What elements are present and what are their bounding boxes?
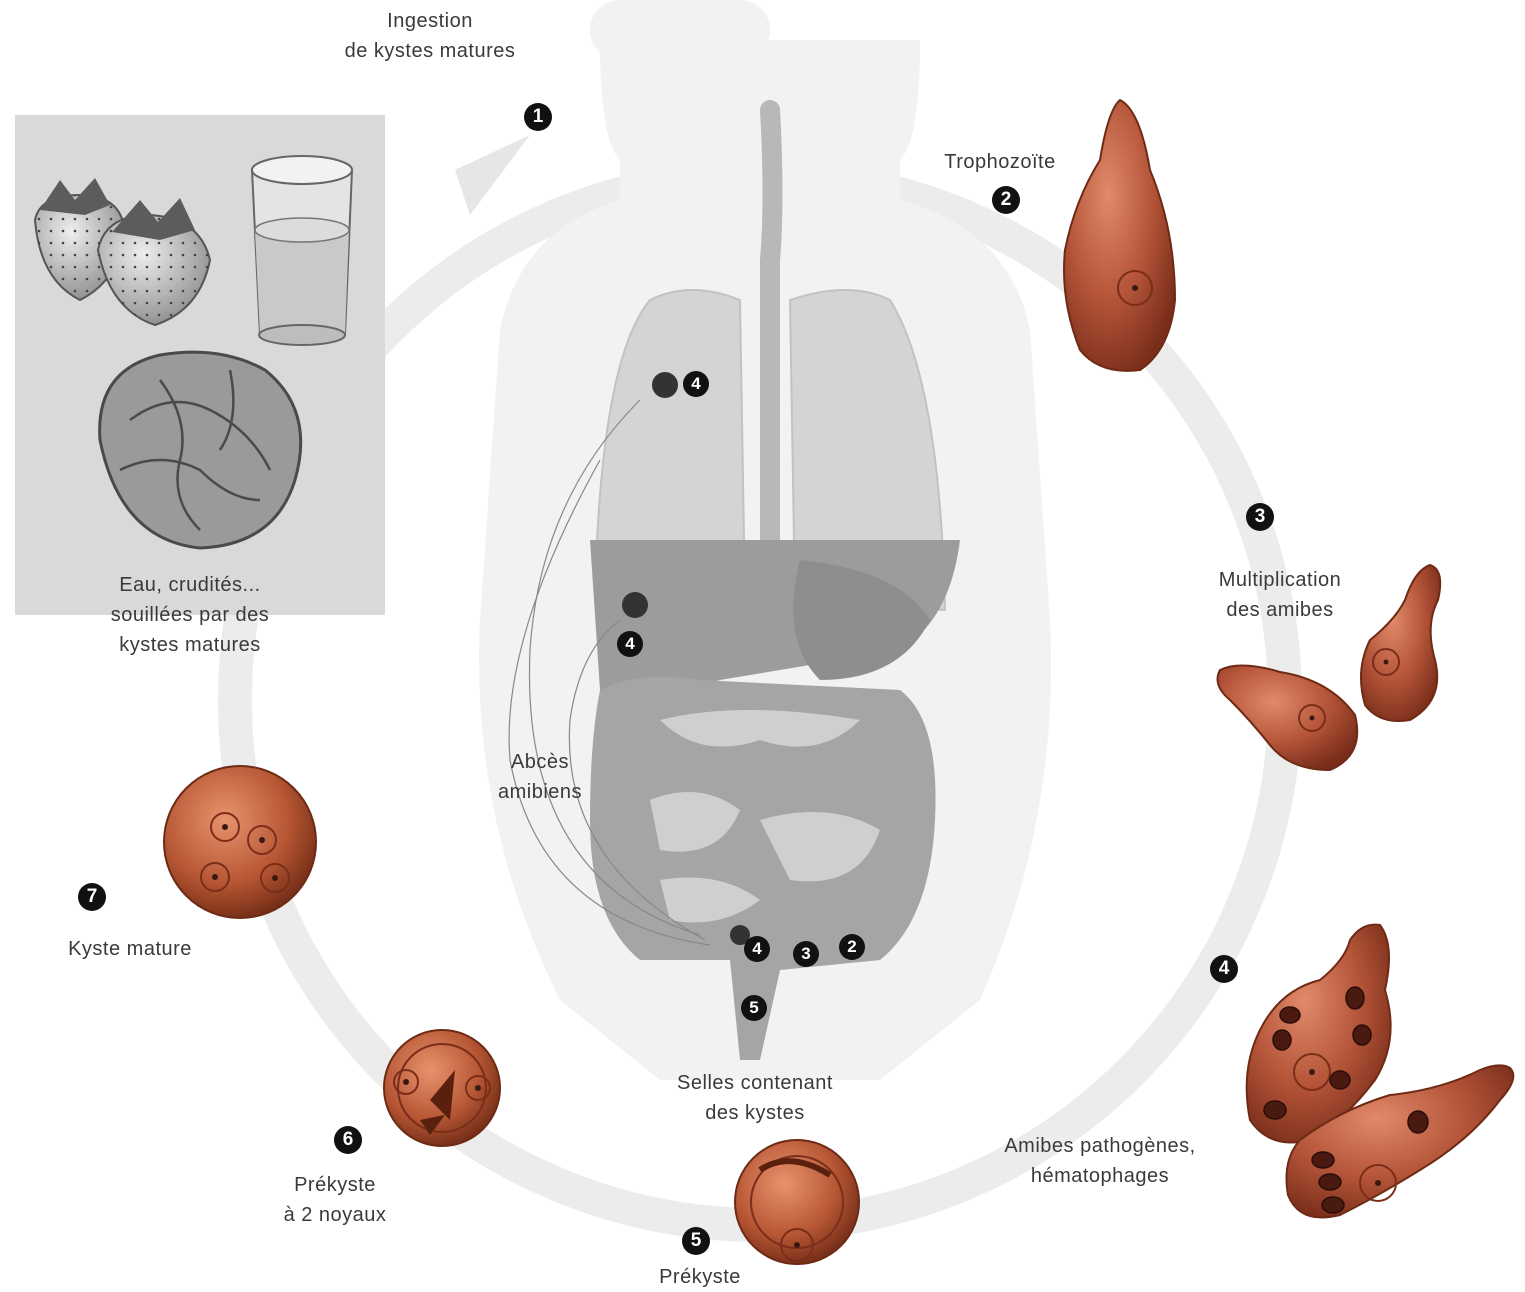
- esophagus: [770, 110, 773, 560]
- label-abces-line1: Abcès: [480, 747, 600, 777]
- step-5-badge: 5: [682, 1227, 710, 1255]
- step-3-badge: 3: [1246, 503, 1274, 531]
- label-sources-line1: Eau, crudités...: [60, 570, 320, 600]
- label-abces-line2: amibiens: [480, 777, 600, 807]
- label-selles-line1: Selles contenant: [630, 1068, 880, 1098]
- colon-step-2-badge: 2: [839, 934, 865, 960]
- trophozoite-amoeba: [1064, 100, 1175, 371]
- liver-abscess-step-4-badge: 4: [617, 631, 643, 657]
- step-4-badge: 4: [1210, 955, 1238, 983]
- colon-step-4-badge: 4: [744, 936, 770, 962]
- rectum-step-5-badge: 5: [741, 995, 767, 1021]
- label-prekyste2-line2: à 2 noyaux: [260, 1200, 410, 1230]
- contamination-sources-panel: [15, 115, 385, 615]
- step-1-badge: 1: [524, 103, 552, 131]
- colon-step-3-badge: 3: [793, 941, 819, 967]
- mature-cyst: [164, 766, 316, 918]
- label-prekyste: Prékyste: [630, 1262, 770, 1292]
- precyst: [735, 1140, 859, 1264]
- label-pathogenes: Amibes pathogènes, hématophages: [960, 1131, 1240, 1191]
- label-selles: Selles contenant des kystes: [630, 1068, 880, 1128]
- binucleate-precyst: [384, 1030, 500, 1146]
- label-multiplication: Multiplication des amibes: [1180, 565, 1380, 625]
- label-pathogenes-line1: Amibes pathogènes,: [960, 1131, 1240, 1161]
- label-multiplication-line2: des amibes: [1180, 595, 1380, 625]
- water-glass-icon: [252, 156, 352, 345]
- label-sources-line3: kystes matures: [60, 630, 320, 660]
- label-prekyste2-line1: Prékyste: [260, 1170, 410, 1200]
- step-7-badge: 7: [78, 883, 106, 911]
- label-prekyste-2-noyaux: Prékyste à 2 noyaux: [260, 1170, 410, 1230]
- label-ingestion: Ingestion de kystes matures: [300, 6, 560, 66]
- label-sources-line2: souillées par des: [60, 600, 320, 630]
- label-kyste-mature: Kyste mature: [40, 934, 220, 964]
- label-selles-line2: des kystes: [630, 1098, 880, 1128]
- label-ingestion-line2: de kystes matures: [300, 36, 560, 66]
- label-sources: Eau, crudités... souillées par des kyste…: [60, 570, 320, 660]
- label-ingestion-line1: Ingestion: [300, 6, 560, 36]
- lung-abscess-step-4-badge: 4: [683, 371, 709, 397]
- label-trophozoite: Trophozoïte: [920, 147, 1080, 177]
- step-2-badge: 2: [992, 186, 1020, 214]
- label-abces: Abcès amibiens: [480, 747, 600, 807]
- label-multiplication-line1: Multiplication: [1180, 565, 1380, 595]
- step-6-badge: 6: [334, 1126, 362, 1154]
- dividing-amoeba: [1218, 665, 1358, 770]
- label-pathogenes-line2: hématophages: [960, 1161, 1240, 1191]
